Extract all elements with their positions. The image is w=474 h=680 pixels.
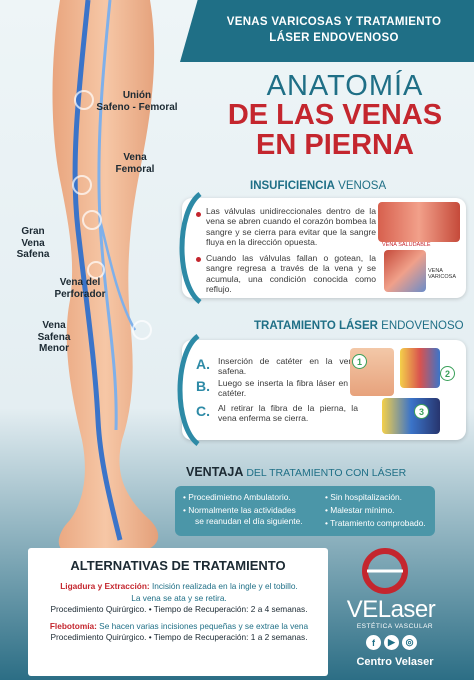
card-insuficiencia: Las válvulas unidireccionales dentro de … [179,192,466,304]
instagram-icon[interactable]: ◎ [402,635,417,650]
heading-tratamiento: TRATAMIENTO LÁSER ENDOVENOSO [254,320,464,332]
flebotomia-line-1: Flebotomía: Se hacen varias incisiones p… [49,621,309,631]
bullet-dot [196,257,201,262]
ventaja-left-1: • Procedimietno Ambulatorio. [183,492,291,502]
arc-decoration [177,334,200,446]
label-vena-femoral: Vena Femoral [115,152,155,175]
heading-ventaja: VENTAJA DEL TRATAMIENTO CON LÁSER [186,465,407,479]
procedure-image-3 [382,398,440,434]
youtube-icon[interactable]: ▶ [384,635,399,650]
ligadura-line-3: Procedimiento Quirúrgico. • Tiempo de Re… [50,604,308,614]
valve-circle [74,90,94,110]
center-name: Centro Velaser [356,656,434,668]
banner-line-1: VENAS VARICOSAS Y TRATAMIENTO [226,16,442,29]
flebotomia-line-2: Procedimiento Quirúrgico. • Tiempo de Re… [50,632,308,642]
velaser-logo-text: VELaser [346,596,436,623]
label-vena-perforador: Vena del Perforador [54,277,106,300]
number-2: 2 [440,366,455,381]
facebook-icon[interactable]: f [366,635,381,650]
number-3: 3 [414,404,429,419]
insuficiencia-bullet-2: Cuando las válvulas fallan o gotean, la … [206,253,376,294]
header-banner: VENAS VARICOSAS Y TRATAMIENTO LÁSER ENDO… [180,0,474,62]
label-varicose-vein: VENA VARICOSA [428,268,457,281]
ventaja-left-2: • Normalmente las actividades [183,505,296,515]
bullet-dot [196,212,201,217]
label-gran-vena-safena: Gran Vena Safena [16,226,50,260]
ventaja-right-3: • Tratamiento comprobado. [325,518,426,528]
insuficiencia-bullet-1: Las válvulas unidireccionales dentro de … [206,206,376,247]
ligadura-line-1: Ligadura y Extracción: Incisión realizad… [60,581,298,591]
vein-varicose-image [384,250,426,292]
card-tratamiento: A. Inserción de catéter en la vena safen… [177,334,466,446]
leg-illustration [52,0,159,552]
banner-line-2: LÁSER ENDOVENOSO [269,32,399,44]
arc-decoration [179,192,202,304]
heading-insuficiencia: INSUFICIENCIA VENOSA [250,180,387,192]
ventaja-right-2: • Malestar mínimo. [325,505,395,515]
alternatives-title: ALTERNATIVAS DE TRATAMIENTO [70,558,286,573]
velaser-logo-sub: ESTÉTICA VASCULAR [356,623,434,630]
ventaja-panel: • Procedimietno Ambulatorio. • Normalmen… [175,486,435,536]
label-union: Unión Safeno - Femoral [96,90,178,113]
velaser-logo-mark [362,548,408,594]
procedure-image-2 [400,348,440,388]
ventaja-right-1: • Sin hospitalización. [325,492,402,502]
title-anatomia: ANATOMÍA [266,70,424,102]
alternatives-box: ALTERNATIVAS DE TRATAMIENTO Ligadura y E… [28,548,328,676]
ligadura-line-2: La vena se ata y se retira. [131,593,227,603]
label-vena-safena-menor: Vena Safena Menor [37,320,71,354]
title-main: DE LAS VENAS EN PIERNA [227,99,443,162]
ventaja-left-3: se reanudan el día siguiente. [195,516,303,526]
number-1: 1 [352,354,367,369]
vein-healthy-image [378,202,460,242]
label-healthy-vein: VENA SALUDABLE [382,242,431,248]
